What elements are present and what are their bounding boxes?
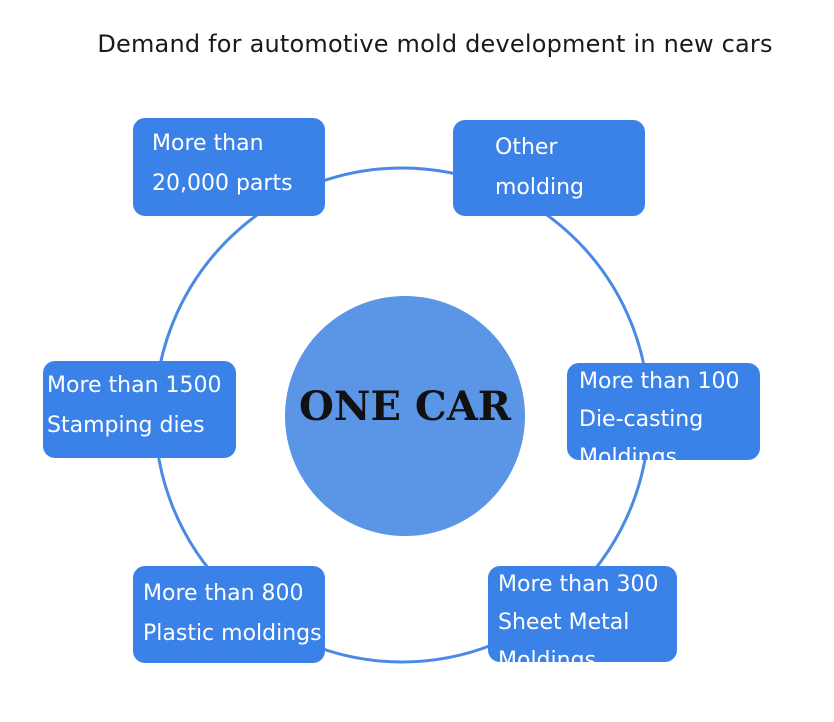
node-other-molding: Other molding (453, 120, 645, 216)
node-stamping-dies: More than 1500 Stamping dies (43, 361, 236, 458)
node-stamping-dies-line2: Stamping dies (47, 413, 205, 438)
node-plastic-moldings: More than 800 Plastic moldings (133, 566, 325, 663)
center-disc: ONE CAR (285, 296, 525, 536)
node-die-casting-line2: Die-casting (579, 407, 704, 432)
node-stamping-dies-line1: More than 1500 (47, 373, 222, 398)
node-parts-line1: More than (152, 131, 264, 156)
node-die-casting-line1: More than 100 (579, 369, 740, 394)
node-plastic-moldings-line1: More than 800 (143, 581, 304, 606)
node-sheet-metal-line2: Sheet Metal (498, 610, 630, 635)
node-sheet-metal: More than 300 Sheet Metal Moldings (488, 566, 677, 673)
node-die-casting: More than 100 Die-casting Moldings (567, 363, 760, 470)
node-plastic-moldings-line2: Plastic moldings (143, 621, 322, 646)
node-die-casting-line3: Moldings (579, 445, 678, 470)
node-parts: More than 20,000 parts (133, 118, 325, 216)
node-other-molding-line2: molding (495, 175, 584, 200)
node-sheet-metal-line1: More than 300 (498, 572, 659, 597)
node-parts-line2: 20,000 parts (152, 171, 293, 196)
node-other-molding-line1: Other (495, 135, 558, 160)
diagram-title: Demand for automotive mold development i… (97, 30, 773, 58)
node-sheet-metal-line3: Moldings (498, 648, 597, 673)
center-label: ONE CAR (299, 382, 511, 430)
